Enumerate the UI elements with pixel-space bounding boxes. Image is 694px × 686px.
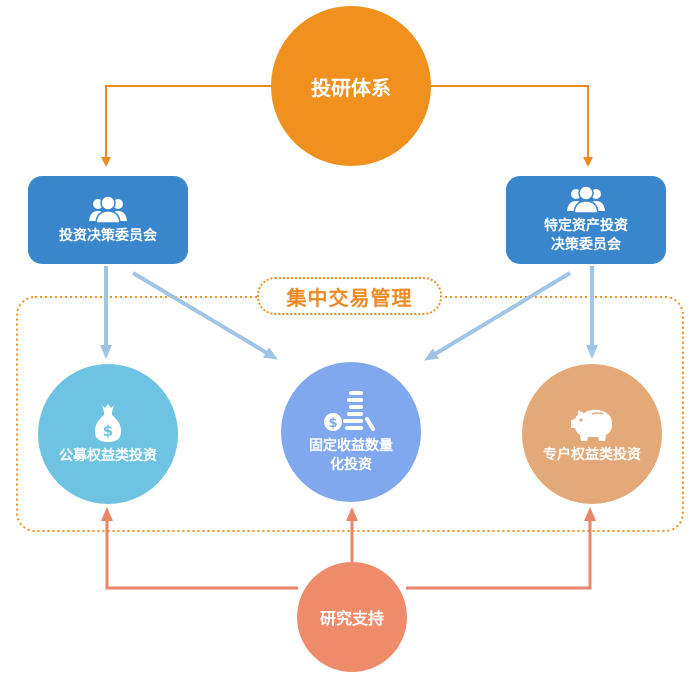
trading-management-text: 集中交易管理 [286,285,413,310]
trading-management-label: 集中交易管理 [257,277,442,315]
svg-text:$: $ [328,416,337,431]
coin-stack-icon: $ [324,391,375,431]
public-equity-label: 公募权益类投资 [59,447,157,464]
investment-committee-label: 投资决策委员会 [59,227,157,244]
research-system-node: 投研体系 [271,6,431,166]
arrow-support-to-private-equity [406,507,596,590]
arrow-left-committee-to-fixed-income [131,271,279,360]
research-support-label: 研究支持 [319,609,384,628]
special-asset-committee-node: 特定资产投资 决策委员会 [506,176,666,264]
svg-text:$: $ [103,422,113,440]
investment-committee-node: 投资决策委员会 [28,176,188,264]
arrow-top-to-right-committee [430,85,593,167]
private-equity-label: 专户权益类投资 [543,446,641,463]
arrow-support-to-public-equity [101,507,298,590]
research-support-node: 研究支持 [297,562,407,672]
piggy-bank-icon [571,409,612,441]
research-system-title: 投研体系 [311,75,391,100]
money-bag-icon: $ [94,403,122,442]
public-equity-node: $ 公募权益类投资 [38,364,178,504]
fixed-income-label-line2: 化投资 [330,457,372,473]
fixed-income-node: $ 固定收益数量 化投资 [281,362,421,502]
arrow-top-to-left-committee [101,85,272,167]
people-group-icon [89,194,127,223]
special-asset-committee-label-line2: 决策委员会 [551,237,621,253]
private-equity-node: 专户权益类投资 [522,364,662,504]
arrow-right-committee-to-fixed-income [423,271,572,361]
special-asset-committee-label-line1: 特定资产投资 [544,218,628,234]
fixed-income-label-line1: 固定收益数量 [309,438,393,454]
people-group-icon [567,185,605,213]
